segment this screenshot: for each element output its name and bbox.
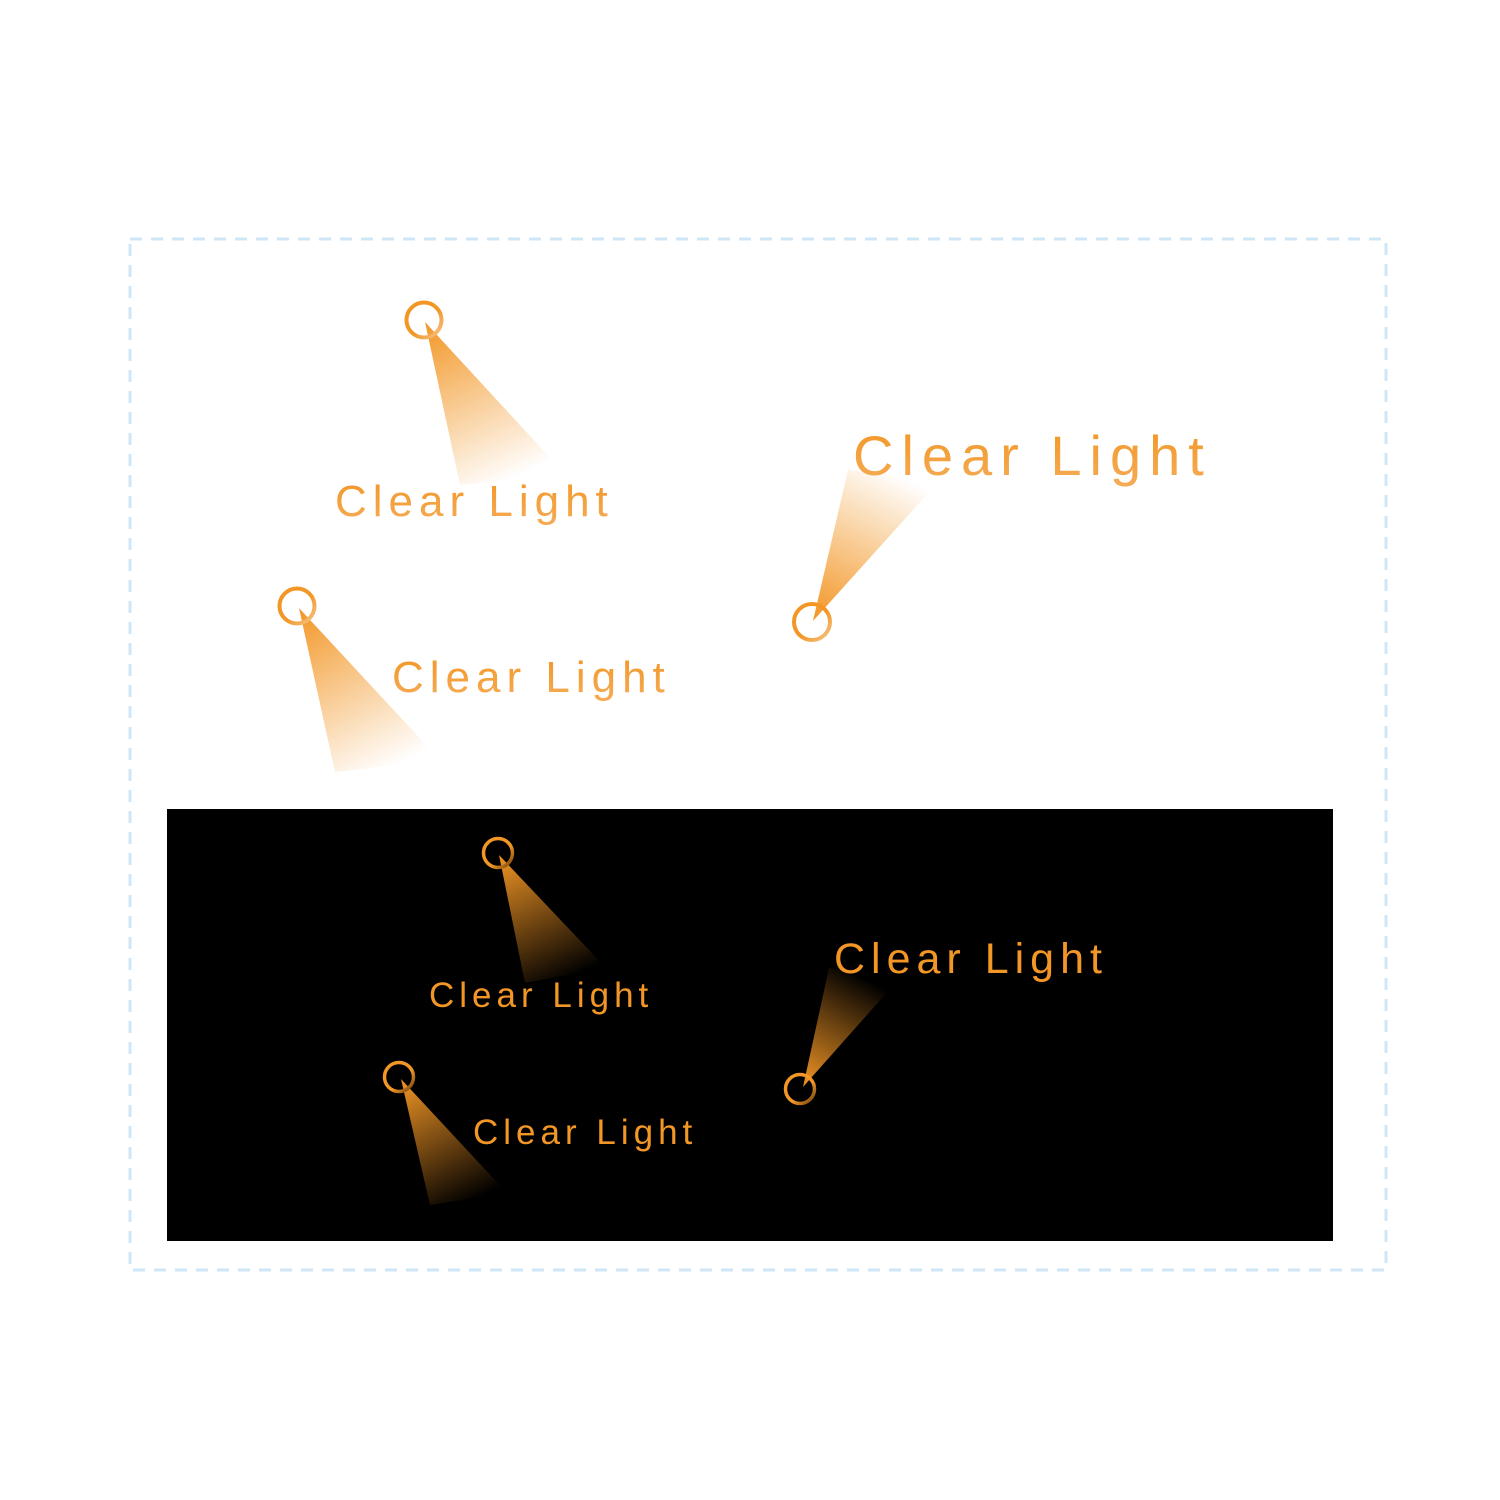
logo-wordmark: Clear Light: [392, 653, 671, 702]
light-beam-icon: [299, 608, 440, 772]
logo-light-1: Clear Light: [335, 300, 614, 526]
light-beam-icon: [803, 968, 898, 1087]
logo-light-2: Clear Light: [792, 424, 1212, 642]
light-beam-icon: [813, 470, 940, 621]
logo-light-3: Clear Light: [277, 586, 671, 772]
lamp-ring-icon: [382, 1060, 416, 1094]
artboard-guide-border: [128, 237, 1388, 1272]
lamp-ring-icon: [481, 836, 515, 870]
logo-dark-2: Clear Light: [783, 935, 1108, 1106]
light-beam-icon: [499, 855, 606, 983]
light-beam-icon: [401, 1079, 507, 1205]
logo-wordmark: Clear Light: [853, 424, 1212, 487]
logo-wordmark: Clear Light: [473, 1113, 697, 1152]
logo-wordmark: Clear Light: [834, 935, 1108, 983]
lamp-ring-icon: [792, 602, 832, 642]
lamp-ring-icon: [404, 300, 444, 340]
light-beam-icon: [425, 322, 565, 485]
lamp-ring-icon: [783, 1072, 817, 1106]
dark-background-panel: [167, 809, 1333, 1241]
logo-dark-3: Clear Light: [382, 1060, 697, 1205]
logo-dark-1: Clear Light: [429, 836, 653, 1015]
logo-wordmark: Clear Light: [335, 477, 614, 526]
lamp-ring-icon: [277, 586, 317, 626]
logo-wordmark: Clear Light: [429, 976, 653, 1015]
